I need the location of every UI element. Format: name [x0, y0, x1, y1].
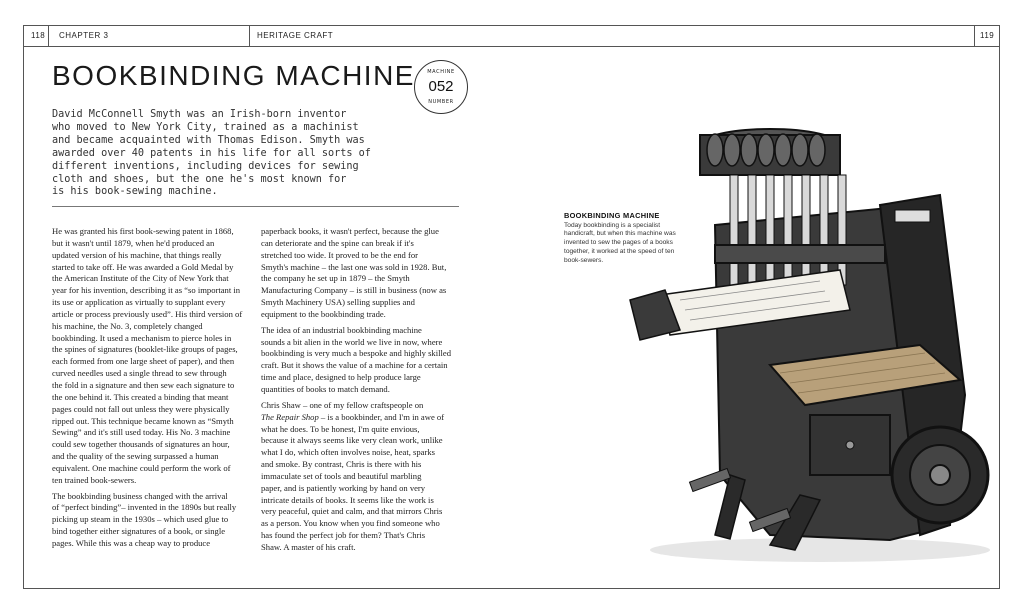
badge-bottom-label: NUMBER — [428, 99, 454, 105]
section-label: HERITAGE CRAFT — [257, 31, 334, 40]
caption-title: BOOKBINDING MACHINE — [564, 211, 660, 220]
body-line: intricate details of books. It seems lik… — [261, 494, 434, 505]
body-line: each formed from one large sheet of pape… — [52, 356, 235, 367]
body-line: pages could not fall out unless they wer… — [52, 403, 230, 414]
body-line: craft. But it shows the value of a machi… — [261, 360, 448, 371]
body-line: picking up steam in the 1930s – which us… — [52, 514, 229, 525]
machine-number-badge: MACHINE 052 NUMBER — [414, 60, 468, 114]
intro-line: different inventions, including devices … — [52, 160, 359, 172]
body-line: paper, and is patiently working by hand … — [261, 482, 426, 493]
body-line: Sewing” and it's still used today. His N… — [52, 427, 231, 438]
body-line: the one behind it. This created a bindin… — [52, 391, 229, 402]
caption-line: invented to sew the pages of a books — [564, 239, 673, 247]
body-line: updated version of his machine, that thi… — [52, 249, 222, 260]
body-line: bookbinding is very much a bespoke and h… — [261, 348, 451, 359]
running-header: 118 CHAPTER 3 HERITAGE CRAFT 119 — [23, 25, 1000, 47]
body-line: has found the perfect job for them? That… — [261, 530, 426, 541]
body-line: ripped out. This technique became known … — [52, 415, 234, 426]
body-line: sounds a bit alien in the world we live … — [261, 336, 443, 347]
body-line: paperback books, it wasn't perfect, beca… — [261, 226, 439, 236]
body-line: of “perfect binding”– invented in the 18… — [52, 502, 237, 513]
illustration-caption: BOOKBINDING MACHINE Today bookbinding is… — [564, 211, 724, 266]
intro-line: and became acquainted with Thomas Edison… — [52, 134, 365, 146]
body-line: what he does. To be honest, I'm quite en… — [261, 423, 420, 434]
body-line: Chris Shaw – one of my fellow craftspeop… — [261, 399, 424, 410]
page-number-right: 119 — [980, 31, 995, 40]
body-line: started to take off. He was awarded a Go… — [52, 261, 234, 272]
body-line: stretched too wide. It proved to be the … — [261, 249, 419, 260]
caption-line: book-sewers. — [564, 256, 604, 264]
body-line: equipment to the bookbinding trade. — [261, 308, 386, 319]
body-line: the fold in a signature and then sew eac… — [52, 379, 235, 390]
intro-line: who moved to New York City, trained as a… — [52, 121, 359, 133]
body-line: what I do, which often involves noise, h… — [261, 447, 435, 458]
body-line: and the quality of the sewing surpassed … — [52, 451, 219, 462]
body-line: quantities of books to match demand. — [261, 383, 390, 394]
body-line: because it always seems like very clean … — [261, 435, 443, 446]
caption-line: together, it worked at the speed of ten — [564, 247, 675, 255]
body-line: bookbinding. It used a mechanism to pier… — [52, 332, 232, 343]
body-line: can deteriorate and the spine can break … — [261, 237, 414, 248]
page-number-left: 118 — [31, 31, 46, 40]
intro-line: is his book-sewing machine. — [52, 186, 218, 198]
body-line: its use or application as virtually to s… — [52, 297, 226, 308]
intro-line: cloth and shoes, but the one he's most k… — [52, 173, 347, 185]
intro-line: David McConnell Smyth was an Irish-born … — [52, 109, 347, 120]
body-line: year for his invention, describing it as… — [52, 285, 241, 296]
intro-line: awarded over 40 patents in his life for … — [52, 147, 371, 159]
bookbinding-machine-illustration — [629, 128, 990, 562]
body-column-right: paperback books, it wasn't perfect, beca… — [261, 226, 461, 554]
body-line: Manufacturing Company – is still in busi… — [261, 285, 447, 296]
body-column-left: He was granted his first book-sewing pat… — [52, 226, 252, 550]
page-frame — [23, 25, 1000, 589]
body-line: as a person. You know when you find some… — [261, 518, 440, 529]
caption-line: handicraft, but when this machine was — [564, 230, 676, 238]
body-line: curved needles used a single thread to s… — [52, 368, 227, 379]
body-line: The bookbinding business changed with th… — [52, 490, 228, 501]
body-line: immaculate set of tools and beautiful ma… — [261, 470, 422, 481]
intro-paragraph: David McConnell Smyth was an Irish-born … — [52, 109, 464, 199]
body-line: very peaceful, quiet and calm, and that … — [261, 506, 443, 517]
body-line: article or process previously used”. His… — [52, 308, 243, 319]
body-line: could sew together thousands of signatur… — [52, 439, 230, 450]
chapter-label: CHAPTER 3 — [59, 31, 109, 40]
page-title: BOOKBINDING MACHINE — [52, 60, 415, 91]
body-line: pages. While this was a cheap way to pro… — [52, 537, 211, 548]
header-divider — [974, 25, 975, 47]
caption-line: Today bookbinding is a specialist — [564, 221, 661, 229]
body-line: ten trained book-sewers. — [52, 474, 137, 485]
badge-number: 052 — [428, 78, 454, 95]
body-line: time and place, designed to help produce… — [261, 372, 421, 383]
body-line: the American Institute of the City of Ne… — [52, 273, 229, 284]
body-line: but it wasn't until 1879, when he'd prod… — [52, 237, 215, 248]
body-line: his machine, the No. 3, completely chang… — [52, 320, 203, 331]
body-line: the spines of signatures (booklet-like g… — [52, 344, 238, 355]
body-line: the company he set up in 1879 – the Smyt… — [261, 273, 410, 284]
body-line: The Repair Shop – is a bookbinder, and I… — [261, 411, 445, 422]
body-line: Smyth's machine – the last one was sold … — [261, 261, 447, 272]
badge-top-label: MACHINE — [427, 69, 455, 75]
body-line: The idea of an industrial bookbinding ma… — [261, 324, 422, 335]
header-divider — [249, 25, 250, 47]
body-line: and smoke. By contrast, Chris is there w… — [261, 459, 422, 470]
body-line: Smyth Machinery USA) selling supplies an… — [261, 297, 415, 308]
body-line: Shaw. A master of his craft. — [261, 541, 356, 552]
body-line: bind together either signatures of a boo… — [52, 526, 226, 537]
body-line: equivalent. One machine could perform th… — [52, 462, 231, 473]
header-divider — [48, 25, 49, 47]
body-line: He was granted his first book-sewing pat… — [52, 226, 234, 236]
section-rule — [52, 206, 459, 207]
